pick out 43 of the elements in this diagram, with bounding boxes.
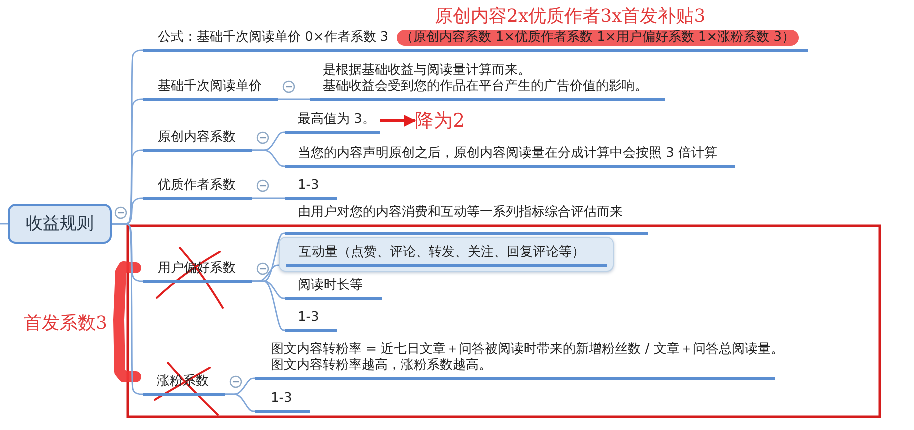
connector-line (252, 198, 285, 200)
mind-map-topic (143, 372, 225, 396)
highlighted-text: （原创内容系数 1×优质作者系数 1×用户偏好系数 1×涨粉系数 3） (396, 30, 799, 46)
topic-text: 基础千次阅读单价 (158, 79, 262, 95)
mind-map-topic (255, 341, 775, 380)
connector-line (252, 280, 286, 332)
annotation-text: 降为2 (415, 109, 466, 134)
topic-text: 最高值为 3。 (298, 112, 376, 128)
topic-text: 1-3 (271, 391, 292, 407)
topic-text: 1-3 (298, 178, 320, 194)
mind-map-topic (285, 308, 337, 332)
topic-text: 公式：基础千次阅读单价 0×作者系数 3 (158, 30, 389, 46)
connector-line (278, 98, 310, 100)
topic-text: 互动量（点赞、评论、转发、关注、回复评论等） (299, 245, 585, 261)
annotation-text: 首发系数3 (24, 313, 108, 335)
mind-map-topic (143, 77, 278, 101)
mind-map-topic (143, 30, 808, 52)
topic-text: 由用户对您的内容消费和互动等一系列指标综合评估而来 (298, 205, 623, 221)
mind-map-topic (285, 144, 735, 168)
mind-map-topic (143, 128, 252, 152)
topic-text: 图文内容转粉率越高，涨粉系数越高。 (271, 358, 492, 374)
topic-text: 图文内容转粉率 = 近七日文章＋问答被阅读时带来的新增粉丝数 / 文章＋问答总阅读量。 (271, 342, 784, 358)
selected-topic (279, 237, 614, 272)
arrow (380, 115, 416, 127)
mind-map-topic (143, 259, 252, 283)
topic-text: 基础收益会受到您的作品在平台产生的广告价值的影响。 (323, 79, 648, 95)
annotation-text: 原创内容2x优质作者3x首发补贴3 (435, 6, 706, 28)
connector-line (252, 150, 286, 168)
topic-text: 阅读时长等 (298, 278, 363, 294)
connector-line (112, 223, 143, 396)
mind-map-topic (285, 110, 380, 134)
topic-text: 收益规则 (26, 213, 94, 235)
topic-text: 1-3 (298, 310, 320, 326)
root-topic (8, 204, 112, 244)
mind-map-topic (143, 176, 252, 200)
topic-text: 当您的内容声明原创之后，原创内容阅读量在分成计算中会按照 3 倍计算 (298, 146, 718, 162)
mind-map-topic (285, 276, 382, 300)
topic-text: 优质作者系数 (158, 178, 236, 194)
topic-text: 是根据基础收益与阅读量计算而来。 (323, 63, 531, 79)
mind-map-topic (285, 176, 337, 200)
connector-line (225, 394, 256, 412)
topic-text: 原创内容系数 (158, 130, 236, 146)
mind-map-topic (310, 62, 665, 101)
